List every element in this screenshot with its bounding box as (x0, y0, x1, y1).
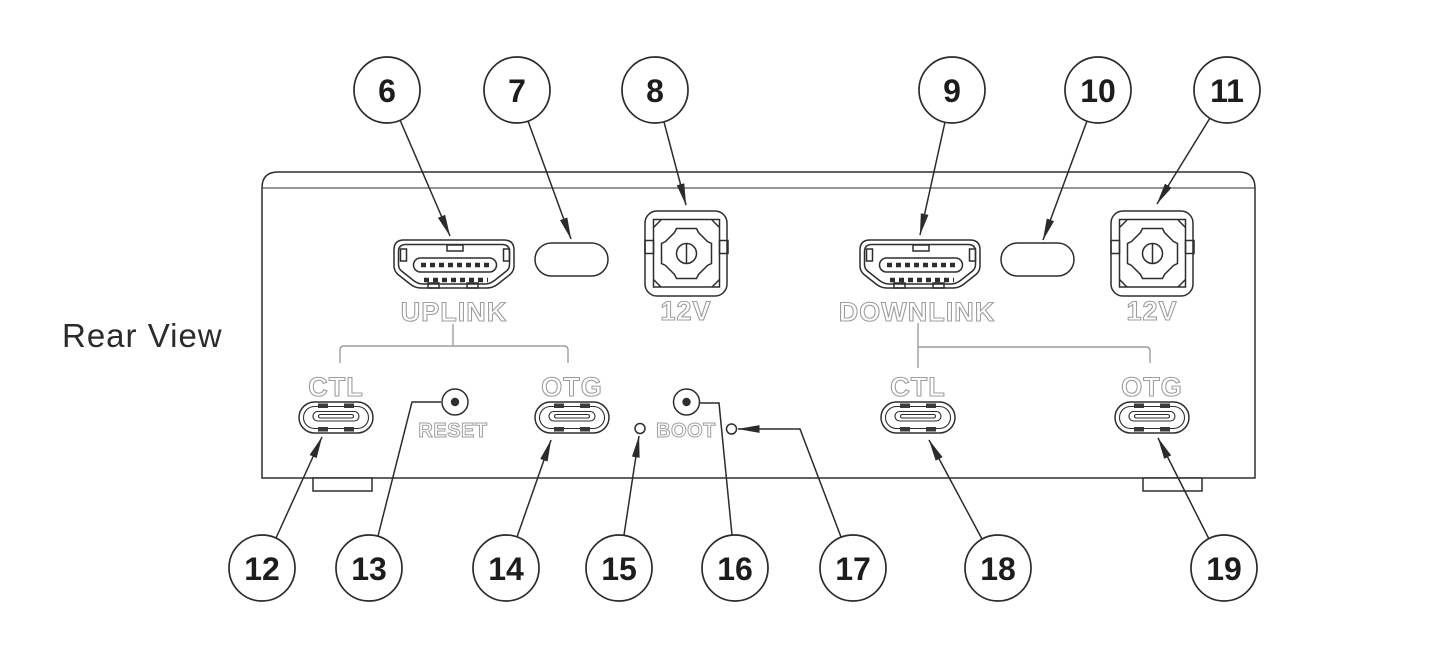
callout-14: 14 (472, 534, 540, 602)
otg-label-left: OTG (541, 372, 603, 402)
downlink-group-bracket (917, 323, 1151, 368)
callout-15: 15 (585, 534, 653, 602)
leader-12 (275, 436, 323, 539)
callout-9-number: 9 (943, 73, 961, 109)
downlink-label: DOWNLINK (839, 297, 995, 327)
callout-14-number: 14 (488, 551, 524, 587)
leader-14 (516, 439, 552, 538)
otg-usbc-port-left (534, 401, 610, 434)
callout-15-number: 15 (601, 551, 637, 587)
callout-12: 12 (228, 534, 296, 602)
ctl-label-right: CTL (890, 372, 945, 402)
callout-9: 9 (918, 56, 986, 124)
downlink-hdmi-port (860, 240, 980, 288)
callout-11: 11 (1193, 56, 1261, 124)
leader-18 (928, 439, 983, 540)
callout-11-number: 11 (1210, 73, 1244, 109)
device-chassis (261, 171, 1256, 492)
chassis-foot-right (1142, 477, 1203, 492)
callout-10: 10 (1064, 56, 1132, 124)
ctl-label-left: CTL (308, 372, 363, 402)
leader-17 (737, 425, 842, 538)
ctl-usbc-port-right (880, 401, 956, 434)
callout-6-number: 6 (378, 73, 396, 109)
leader-6 (399, 119, 451, 237)
reset-button (441, 388, 469, 416)
callout-13-number: 13 (351, 551, 387, 587)
callout-7: 7 (483, 56, 551, 124)
power-connector-right (1110, 210, 1195, 297)
boot-label: BOOT (656, 420, 716, 442)
leader-7 (527, 120, 572, 240)
pinhole-left (634, 422, 646, 435)
view-title: Rear View (62, 317, 223, 354)
leader-8 (663, 121, 687, 206)
otg-label-right: OTG (1121, 372, 1183, 402)
reset-label: RESET (418, 420, 487, 442)
callout-16-number: 16 (717, 551, 753, 587)
power-label-left: 12V (660, 296, 711, 326)
callout-19: 19 (1190, 534, 1258, 602)
otg-usbc-port-right (1114, 401, 1190, 434)
pinhole-right (725, 423, 738, 435)
callout-16: 16 (701, 534, 769, 602)
leader-16 (700, 402, 733, 536)
power-connector-left (644, 210, 729, 297)
chassis-foot-left (312, 477, 373, 492)
oval-window-right (1000, 242, 1075, 277)
callout-8: 8 (621, 56, 689, 124)
uplink-group-bracket (339, 324, 569, 363)
leader-10 (1042, 120, 1088, 241)
boot-button (672, 388, 701, 416)
leader-19 (1157, 437, 1210, 540)
callout-19-number: 19 (1206, 551, 1242, 587)
callout-17: 17 (819, 534, 887, 602)
leader-9 (919, 121, 946, 236)
callout-6: 6 (353, 56, 421, 124)
callout-10-number: 10 (1080, 73, 1116, 109)
callout-8-number: 8 (646, 73, 664, 109)
callout-18-number: 18 (980, 551, 1016, 587)
callout-7-number: 7 (508, 73, 526, 109)
callout-12-number: 12 (244, 551, 280, 587)
leader-13 (377, 401, 441, 537)
callout-18: 18 (964, 534, 1032, 602)
power-label-right: 12V (1126, 296, 1177, 326)
oval-window-left (534, 242, 609, 277)
leader-15 (623, 435, 640, 536)
ctl-usbc-port-left (298, 401, 374, 434)
callout-17-number: 17 (835, 551, 871, 587)
leader-11 (1156, 117, 1211, 205)
uplink-label: UPLINK (401, 297, 508, 327)
callout-13: 13 (335, 534, 403, 602)
uplink-hdmi-port (394, 240, 514, 288)
